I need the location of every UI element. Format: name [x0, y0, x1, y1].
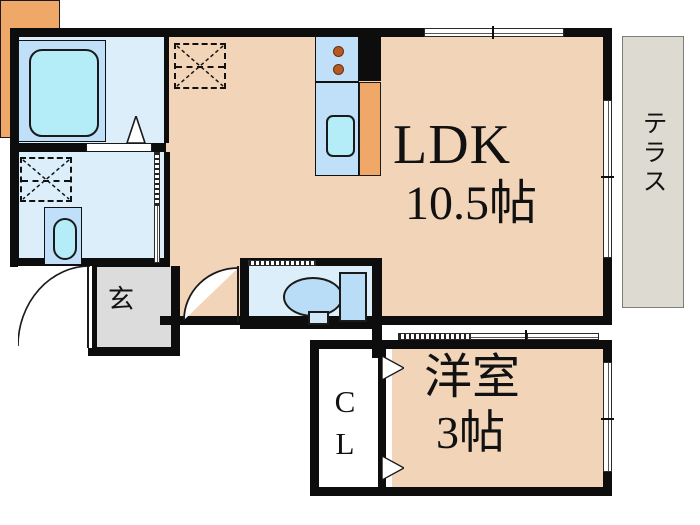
label-terrace: テラス	[639, 110, 666, 197]
washroom-sliding-door-track[interactable]	[154, 152, 160, 210]
wall-north	[10, 28, 612, 37]
wall-east-mid	[603, 258, 612, 324]
wall-entrance-right-upper	[88, 258, 97, 356]
bathtub	[18, 40, 106, 142]
vanity-sink	[44, 207, 82, 265]
ldk-bedroom-door-leaf-2[interactable]	[527, 333, 599, 340]
wall-closet-east	[378, 349, 386, 487]
stove-burner-1	[333, 46, 344, 57]
kitchen-sink-unit	[315, 82, 359, 176]
label-bedroom: 洋室	[424, 351, 521, 404]
vanity-basin	[53, 218, 77, 260]
label-closet-c: C	[334, 384, 356, 419]
wall-toilet-west	[240, 260, 249, 328]
bedroom-east-window[interactable]	[603, 362, 612, 472]
wall-ldk-south-left	[160, 316, 310, 325]
wall-bath-east	[164, 36, 169, 143]
kitchen-basin	[326, 115, 355, 157]
ldk-bedroom-door-track[interactable]	[398, 333, 470, 340]
toilet-door-track[interactable]	[248, 260, 316, 266]
toilet-tank	[339, 272, 367, 322]
ldk-bedroom-door-mullion	[525, 330, 527, 343]
kitchen-counter	[359, 82, 381, 176]
wall-kitchen-stub	[359, 36, 381, 81]
wall-bedroom-south	[310, 487, 612, 496]
washing-machine-x-mark	[22, 159, 70, 200]
washing-machine-space	[20, 157, 72, 202]
wall-west	[10, 28, 19, 266]
ldk-storage-x-mark	[176, 45, 224, 87]
bedroom-window-mullion	[601, 418, 614, 420]
wall-washroom-south	[18, 258, 170, 267]
entrance-door[interactable]	[18, 266, 92, 348]
ldk-storage-space	[174, 43, 226, 89]
wall-washroom-east	[164, 152, 170, 266]
kitchen-stove	[315, 36, 359, 82]
bathroom-door-leaf[interactable]	[125, 116, 147, 144]
toilet-door[interactable]	[182, 266, 240, 322]
wall-toilet-east	[372, 258, 382, 358]
bathroom-door[interactable]	[86, 143, 152, 152]
wall-entrance-east	[171, 266, 180, 356]
terrace-door-mullion	[601, 176, 614, 178]
washroom-sliding-door-leaf[interactable]	[154, 205, 160, 263]
toilet-flush-lever	[308, 311, 329, 325]
room-washroom	[18, 152, 166, 265]
terrace-sliding-door[interactable]	[603, 100, 612, 258]
ldk-north-window-mullion	[492, 26, 494, 39]
wall-east-upper	[603, 28, 612, 100]
area-terrace	[622, 36, 684, 308]
toilet-bowl	[283, 277, 343, 317]
wall-bedroom-west	[310, 340, 319, 496]
stove-burner-2	[333, 64, 344, 75]
wall-bedroom-north	[310, 340, 612, 349]
ldk-north-window[interactable]	[424, 28, 564, 37]
label-bedroom-area: 3帖	[436, 407, 505, 458]
label-ldk: LDK	[393, 114, 512, 176]
room-bedroom	[392, 349, 612, 489]
bathtub-basin	[29, 49, 99, 137]
label-closet-l: L	[335, 425, 355, 461]
wall-ldk-south	[310, 316, 612, 325]
label-entrance: 玄	[108, 285, 135, 314]
label-ldk-area: 10.5帖	[405, 177, 538, 230]
wall-entrance-bottom	[88, 347, 180, 356]
room-entrance	[96, 266, 174, 354]
closet-folding-doors[interactable]	[382, 352, 404, 484]
